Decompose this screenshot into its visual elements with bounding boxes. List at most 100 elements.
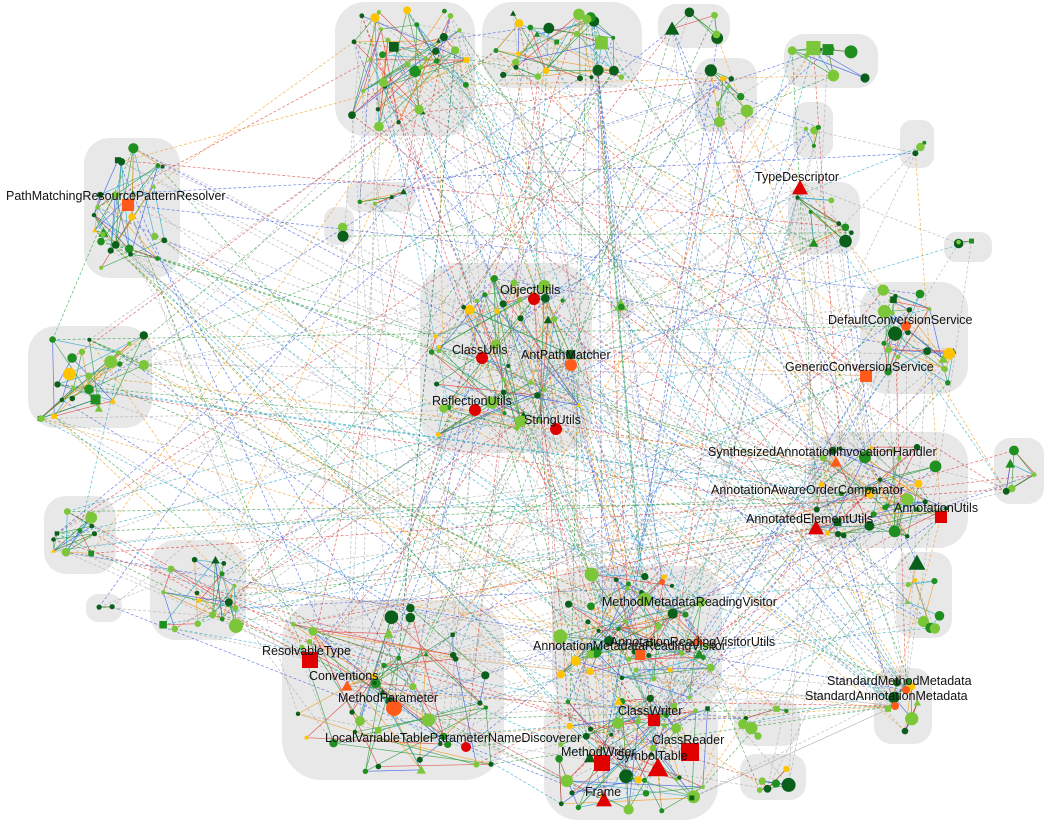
dependency-edge <box>555 12 690 430</box>
dependency-edge <box>117 160 348 687</box>
class-node <box>584 567 599 582</box>
dependency-edge <box>438 350 896 707</box>
dependency-edge <box>676 601 908 729</box>
class-node <box>91 212 97 218</box>
dependency-edge <box>465 702 481 748</box>
class-node <box>422 713 435 727</box>
dependency-edge <box>132 192 699 641</box>
dependency-edge <box>79 363 121 531</box>
dependency-edge <box>438 346 509 367</box>
dependency-edge <box>102 234 675 707</box>
dependency-edge <box>228 602 334 744</box>
class-node <box>618 74 625 80</box>
class-node <box>375 727 382 734</box>
class-node <box>528 380 534 385</box>
class-label: ObjectUtils <box>500 283 560 297</box>
dependency-edge <box>491 278 522 422</box>
dependency-edge <box>435 128 807 337</box>
dependency-edge <box>416 24 732 80</box>
class-node <box>704 64 717 77</box>
class-node <box>510 10 517 16</box>
dependency-edge <box>57 384 517 429</box>
class-node <box>795 195 800 200</box>
class-node <box>943 347 956 360</box>
dependency-edge <box>56 28 673 534</box>
class-node <box>586 667 594 676</box>
dependency-edge <box>645 786 703 794</box>
class-node <box>745 721 758 735</box>
dependency-edge <box>536 33 622 78</box>
dependency-edge <box>578 715 667 808</box>
class-node <box>69 395 76 402</box>
dependency-edge <box>496 311 505 414</box>
class-node <box>877 284 889 296</box>
dependency-edge <box>333 742 492 765</box>
dependency-edge <box>65 533 95 553</box>
class-node-hub <box>596 792 612 807</box>
class-node <box>881 340 887 346</box>
class-node <box>781 777 796 792</box>
class-node <box>758 777 766 785</box>
dependency-edge <box>513 187 801 284</box>
dependency-edge <box>90 29 460 554</box>
dependency-edge <box>117 159 838 523</box>
dependency-edge <box>374 682 444 737</box>
class-node <box>541 293 550 303</box>
dependency-edge <box>612 37 615 71</box>
class-node-hub <box>792 179 808 195</box>
dependency-edge <box>666 456 866 716</box>
dependency-edge <box>459 29 699 641</box>
dependency-edge <box>97 165 158 208</box>
dependency-edge <box>515 67 557 430</box>
dependency-edge <box>197 187 801 624</box>
class-node <box>908 554 926 570</box>
dependency-edge <box>543 242 847 390</box>
class-node <box>649 744 657 752</box>
dependency-edge <box>94 194 101 231</box>
class-node <box>642 777 647 783</box>
class-node <box>646 694 654 703</box>
dependency-edge <box>799 187 889 709</box>
class-node <box>613 577 619 583</box>
dependency-edge <box>438 346 493 404</box>
dependency-edge <box>359 689 907 722</box>
dependency-edge <box>162 559 216 626</box>
class-node <box>155 163 161 168</box>
class-node <box>551 316 558 323</box>
dependency-edge <box>370 17 376 60</box>
dependency-edge <box>644 598 686 615</box>
class-node <box>111 191 119 199</box>
class-node <box>379 27 384 32</box>
cluster <box>900 120 934 168</box>
class-node <box>890 296 897 303</box>
dependency-edge <box>333 702 480 744</box>
dependency-edge <box>628 583 686 615</box>
class-node <box>896 455 902 461</box>
dependency-edge <box>100 241 505 414</box>
class-node <box>439 404 448 413</box>
class-node <box>84 384 94 395</box>
dependency-edge <box>591 516 942 575</box>
dependency-edge <box>117 159 483 359</box>
dependency-edge <box>69 373 837 463</box>
dependency-edge <box>455 658 896 707</box>
class-node <box>929 623 941 634</box>
dependency-edge <box>503 74 539 77</box>
dependency-edge <box>717 103 811 213</box>
class-node <box>558 801 564 807</box>
dependency-edge <box>822 350 954 459</box>
class-label: Conventions <box>309 669 379 683</box>
class-node <box>582 732 590 740</box>
dependency-edge <box>743 705 896 725</box>
class-node <box>870 511 877 518</box>
dependency-edge <box>618 628 630 660</box>
cluster <box>44 496 116 574</box>
class-label: DefaultConversionService <box>828 313 973 327</box>
class-node <box>922 140 927 145</box>
dependency-edge <box>436 383 522 422</box>
class-node <box>219 571 225 577</box>
dependency-edge <box>374 657 399 684</box>
dependency-edge <box>883 342 944 369</box>
class-node <box>1007 484 1016 493</box>
dependency-edge <box>312 631 379 767</box>
